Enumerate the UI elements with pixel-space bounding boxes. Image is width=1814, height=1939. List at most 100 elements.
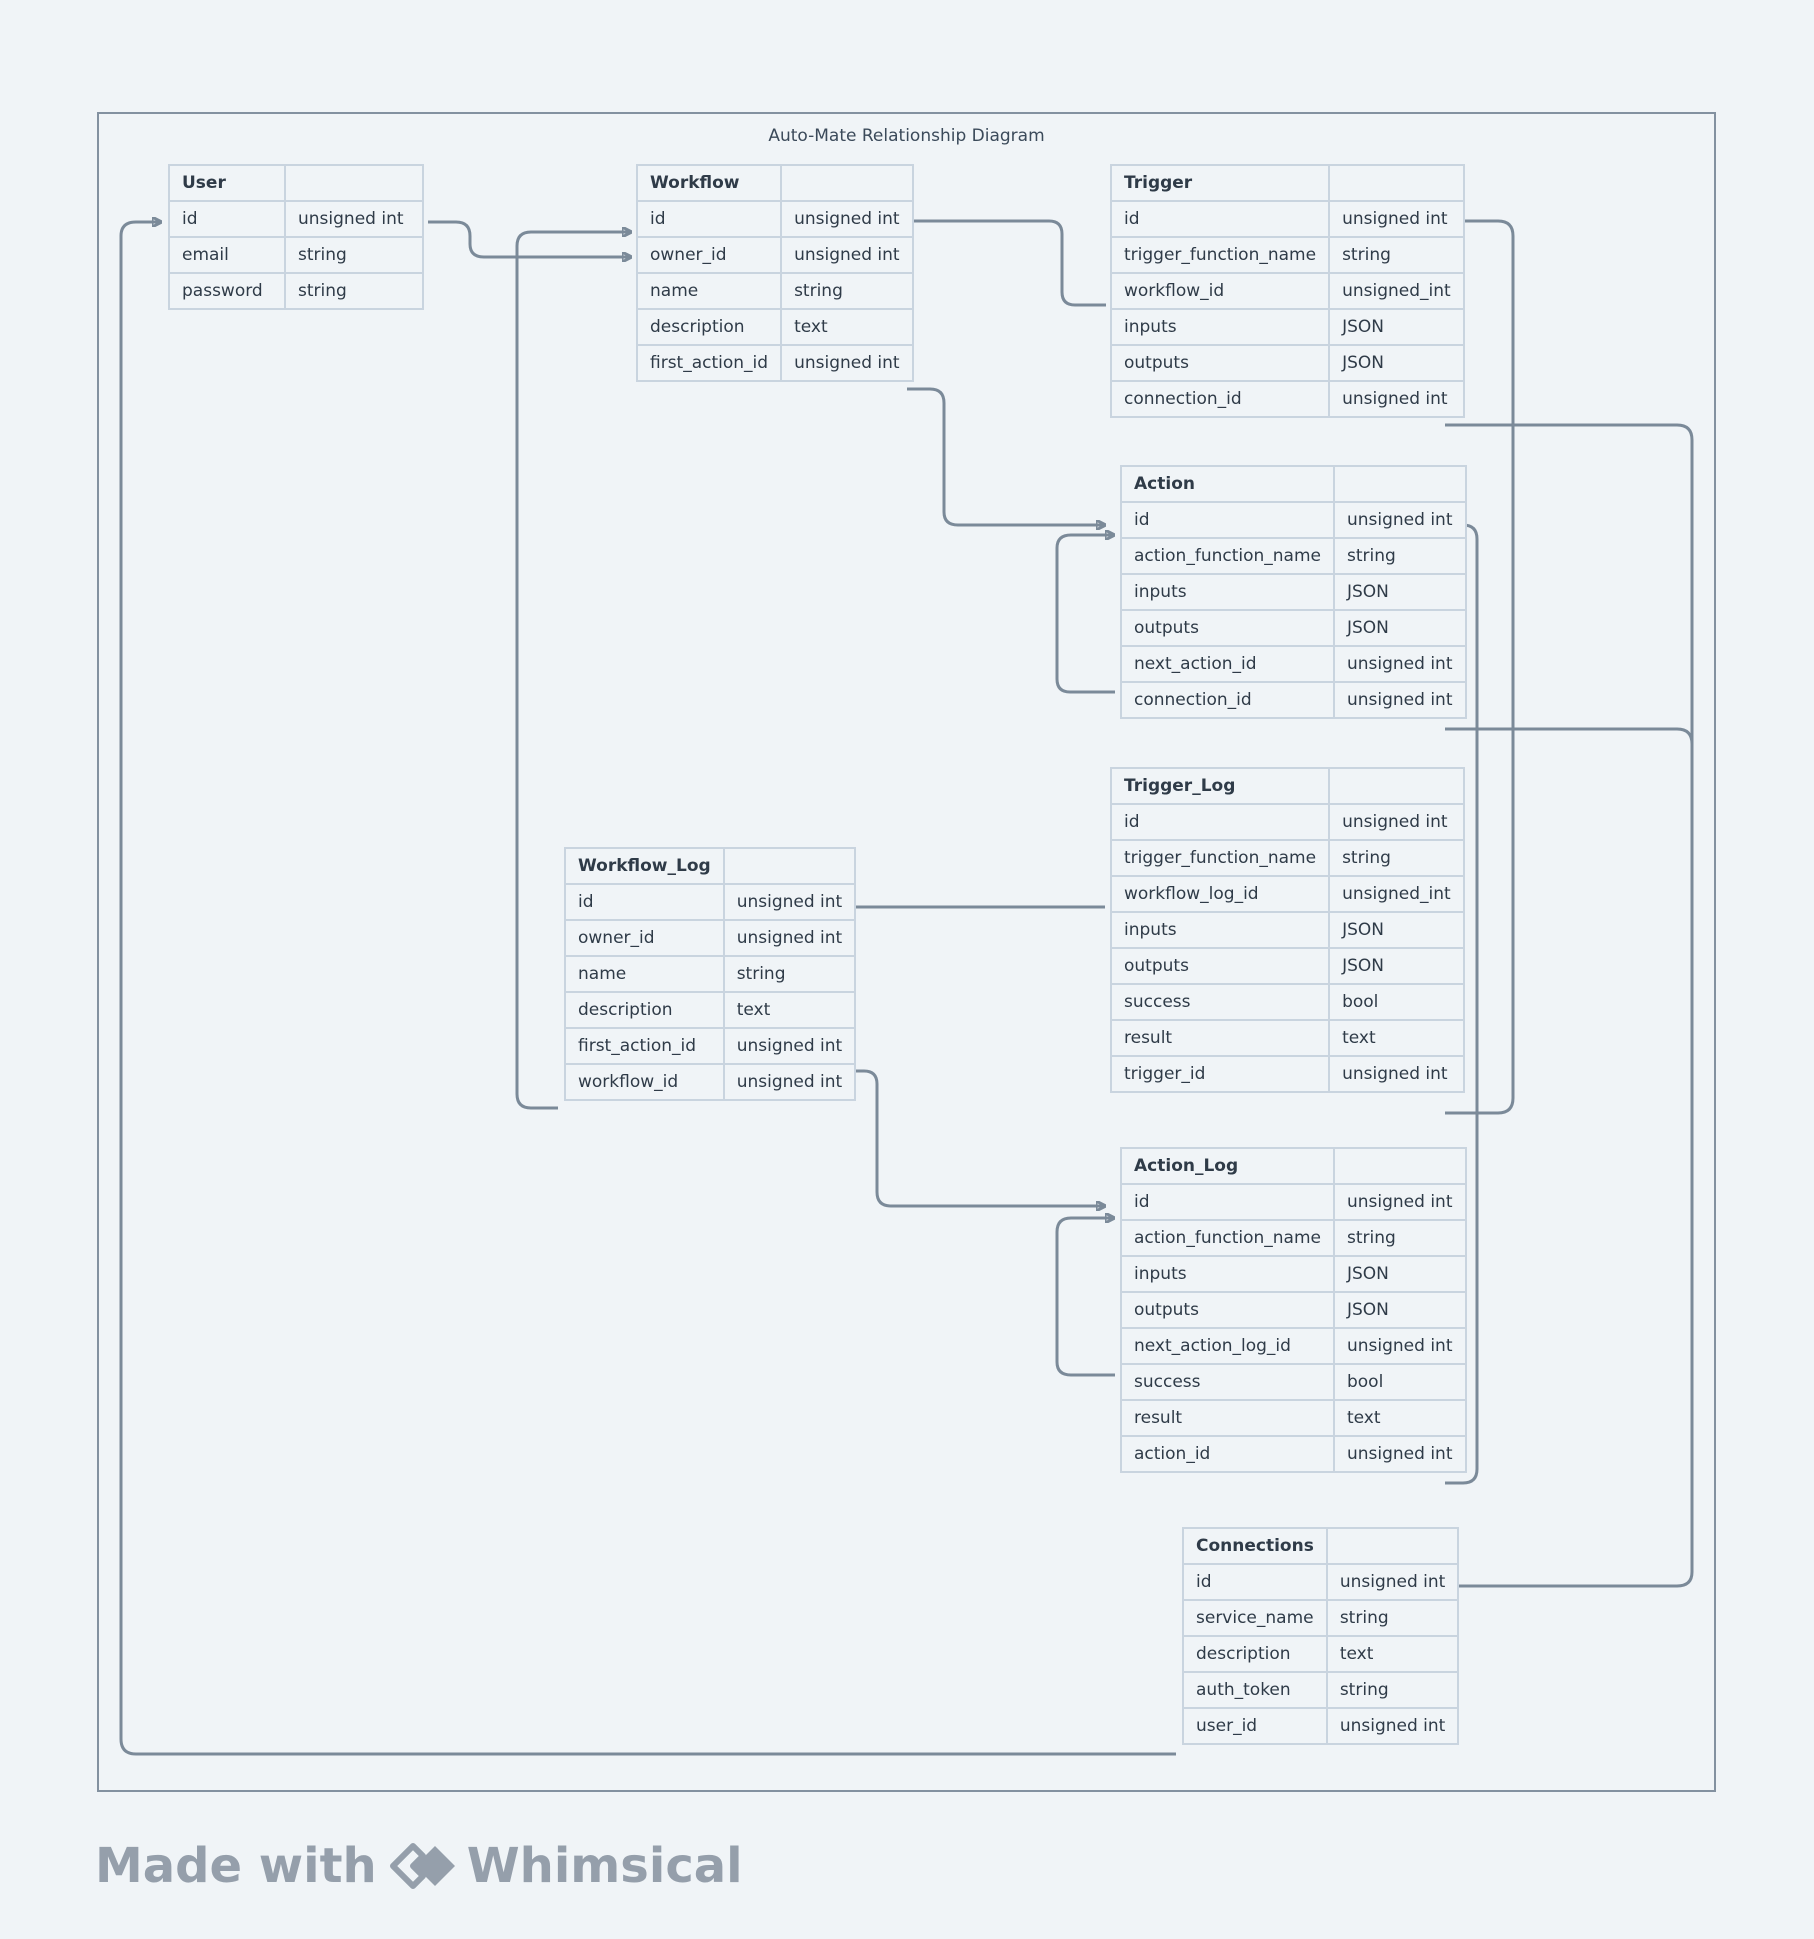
entity-header: Trigger_Log xyxy=(1109,767,1465,805)
entity-header: User xyxy=(168,164,424,202)
field-type: unsigned int xyxy=(1332,1327,1467,1365)
watermark-made-with-text: Made with xyxy=(95,1838,377,1894)
field-type: text xyxy=(780,308,914,346)
link-action-log-action-id-to-action-id xyxy=(1445,525,1479,1485)
field-type: unsigned int xyxy=(722,883,857,921)
field-type: JSON xyxy=(1332,1291,1467,1329)
link-trigger-workflow-id-to-workflow-id xyxy=(903,221,1106,307)
field-type: unsigned int xyxy=(1328,1055,1465,1093)
entity-header-blank xyxy=(780,164,914,202)
field-type: bool xyxy=(1332,1363,1467,1401)
field-type: unsigned int xyxy=(1332,681,1467,719)
field-name: service_name xyxy=(1182,1599,1328,1637)
link-user-id-to-workflow-owner-id xyxy=(428,220,631,257)
entity-name: Action xyxy=(1120,465,1335,503)
field-type: unsigned int xyxy=(780,344,914,382)
field-type: unsigned int xyxy=(1328,200,1465,238)
field-name: connection_id xyxy=(1120,681,1335,719)
field-type: text xyxy=(722,991,857,1029)
field-name: outputs xyxy=(1109,344,1331,382)
field-name: description xyxy=(1182,1635,1328,1673)
field-name: workflow_id xyxy=(1109,272,1331,310)
field-name: first_action_id xyxy=(564,1027,725,1065)
link-connections-user-id-to-user-id xyxy=(119,222,1176,1756)
entity-header: Workflow_Log xyxy=(564,847,857,885)
link-workflow-log-first-action-to-action-log-id xyxy=(840,1069,1105,1206)
diagram-title: Auto-Mate Relationship Diagram xyxy=(768,126,1045,146)
field-name: id xyxy=(635,200,783,238)
entity-header-blank xyxy=(284,164,424,202)
entity-name: Action_Log xyxy=(1120,1147,1335,1185)
entity-header-blank xyxy=(1325,1527,1460,1565)
field-type: unsigned_int xyxy=(1328,272,1465,310)
field-name: success xyxy=(1120,1363,1335,1401)
field-name: id xyxy=(1120,501,1335,539)
entity-header: Connections xyxy=(1182,1527,1460,1565)
entity-header-blank xyxy=(1328,767,1465,805)
field-name: owner_id xyxy=(635,236,783,274)
entity-name: User xyxy=(168,164,286,202)
field-name: auth_token xyxy=(1182,1671,1328,1709)
entity-header: Trigger xyxy=(1109,164,1465,202)
field-name: success xyxy=(1109,983,1331,1021)
field-type: string xyxy=(1325,1671,1460,1709)
field-type: unsigned_int xyxy=(1328,875,1465,913)
field-name: trigger_function_name xyxy=(1109,839,1331,877)
field-name: outputs xyxy=(1120,609,1335,647)
field-name: name xyxy=(564,955,725,993)
field-type: text xyxy=(1332,1399,1467,1437)
field-type: JSON xyxy=(1328,947,1465,985)
field-name: result xyxy=(1120,1399,1335,1437)
field-type: unsigned int xyxy=(780,236,914,274)
link-action-next-action-to-action-id xyxy=(1055,535,1115,694)
watermark-brand-text: Whimsical xyxy=(466,1838,743,1894)
entity-header: Action_Log xyxy=(1120,1147,1467,1185)
field-name: password xyxy=(168,272,286,310)
link-trigger-log-trigger-id-to-trigger-id xyxy=(1445,221,1515,1115)
field-name: trigger_function_name xyxy=(1109,236,1331,274)
entity-header: Workflow xyxy=(635,164,914,202)
field-type: unsigned int xyxy=(1328,380,1465,418)
field-name: owner_id xyxy=(564,919,725,957)
field-type: text xyxy=(1328,1019,1465,1057)
field-type: unsigned int xyxy=(1325,1707,1460,1745)
field-type: unsigned int xyxy=(284,200,424,238)
field-type: string xyxy=(1332,537,1467,575)
field-name: action_function_name xyxy=(1120,1219,1335,1257)
field-type: string xyxy=(1328,236,1465,274)
field-name: action_id xyxy=(1120,1435,1335,1473)
field-type: unsigned int xyxy=(780,200,914,238)
field-type: JSON xyxy=(1328,344,1465,382)
field-type: JSON xyxy=(1328,308,1465,346)
field-type: unsigned int xyxy=(1332,1183,1467,1221)
field-type: unsigned int xyxy=(722,1027,857,1065)
entity-name: Trigger_Log xyxy=(1109,767,1331,805)
link-workflow-first-action-to-action-id xyxy=(907,387,1105,525)
field-type: string xyxy=(1332,1219,1467,1257)
link-action-log-next-to-action-log-id xyxy=(1055,1218,1115,1377)
